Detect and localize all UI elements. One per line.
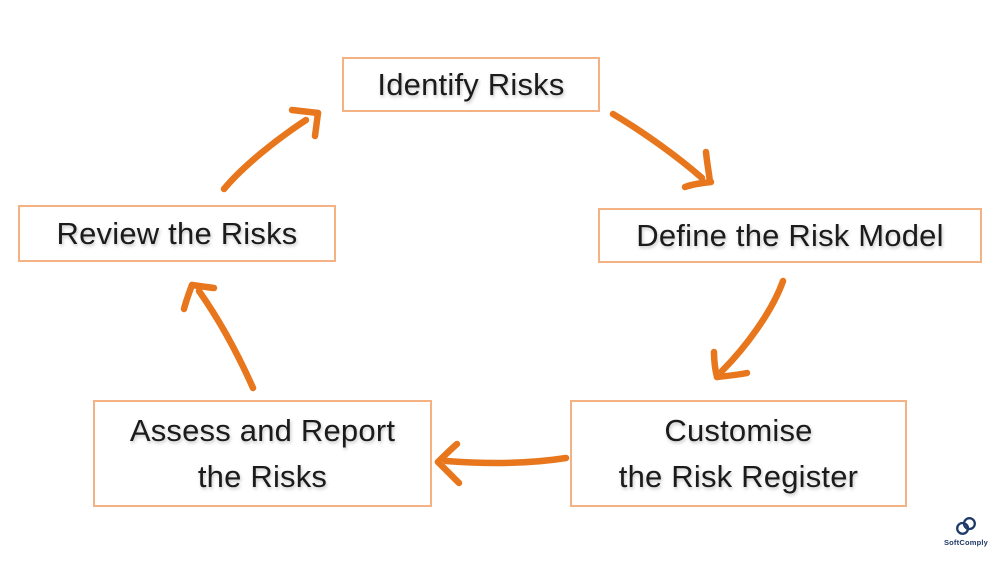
softcomply-logo-icon — [953, 516, 979, 537]
arrow-define-to-customise — [710, 277, 787, 381]
node-label-line2: the Risk Register — [618, 458, 859, 494]
arrow-assess-to-review — [180, 281, 257, 392]
node-label-line2: the Risks — [197, 458, 328, 494]
node-label: Identify Risks — [377, 66, 565, 102]
node-assess-report-risks: Assess and Report the Risks — [93, 400, 432, 507]
softcomply-branding: SoftComply — [938, 516, 994, 554]
node-label-line1: Assess and Report — [129, 412, 396, 448]
node-define-risk-model: Define the Risk Model — [598, 208, 982, 263]
arrow-review-to-identify — [220, 106, 322, 193]
node-identify-risks: Identify Risks — [342, 57, 600, 112]
node-label: Define the Risk Model — [636, 217, 944, 253]
node-label: Review the Risks — [56, 215, 298, 251]
arrow-customise-to-assess — [434, 440, 570, 487]
softcomply-logo-text: SoftComply — [943, 538, 989, 547]
node-label-line1: Customise — [664, 412, 813, 448]
arrow-identify-to-define — [609, 110, 715, 191]
node-review-risks: Review the Risks — [18, 205, 336, 262]
node-customise-risk-register: Customise the Risk Register — [570, 400, 907, 507]
